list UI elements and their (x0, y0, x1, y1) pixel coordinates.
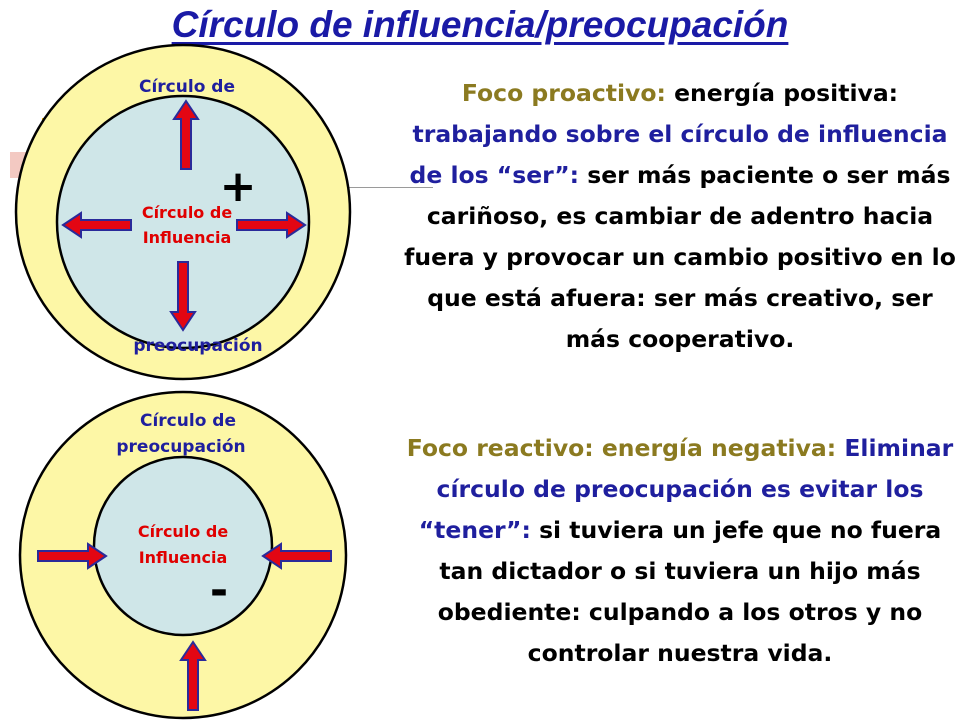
top-outer-label-bottom: preocupación (133, 336, 262, 356)
reactive-segment: Foco reactivo: energía negativa: (406, 434, 845, 462)
top-outer-label-top: Círculo de (139, 77, 235, 97)
bottom-inner-label-line2: Influencia (139, 548, 228, 567)
bottom-outer-label-line1: Círculo de (140, 411, 236, 431)
connector-line (349, 187, 433, 188)
top-circle-diagram: Círculo de preocupación Círculo de Influ… (14, 43, 352, 381)
top-inner-label-line1: Círculo de (142, 203, 232, 222)
top-inner-label-line2: Influencia (143, 228, 232, 247)
page-title: Círculo de influencia/preocupación (171, 4, 789, 45)
reactive-text: Foco reactivo: energía negativa: Elimina… (400, 428, 960, 674)
bottom-inner-label-line1: Círculo de (138, 522, 228, 541)
bottom-circle-diagram: Círculo de preocupación Círculo de Influ… (18, 390, 348, 720)
proactive-segment: Foco proactivo: (461, 79, 666, 107)
reactive-segment: Eliminar círculo de preocupación es evit… (418, 434, 954, 544)
proactive-text: Foco proactivo: energía positiva: trabaj… (400, 73, 960, 360)
proactive-segment: energía positiva: (665, 79, 899, 107)
negative-sign: - (210, 565, 228, 616)
top-inner-circle (55, 94, 311, 350)
bottom-outer-label-line2: preocupación (116, 437, 245, 457)
reactive-segment: si tuviera un jefe que no fuera tan dict… (437, 516, 942, 667)
influence-diagram: Círculo de preocupación Círculo de Influ… (14, 43, 352, 720)
proactive-segment: trabajando sobre el círculo de influenci… (409, 120, 948, 189)
bottom-inner-circle (92, 455, 274, 637)
proactive-segment: ser más paciente o ser más cariñoso, es … (404, 161, 956, 353)
positive-sign: + (220, 161, 257, 212)
